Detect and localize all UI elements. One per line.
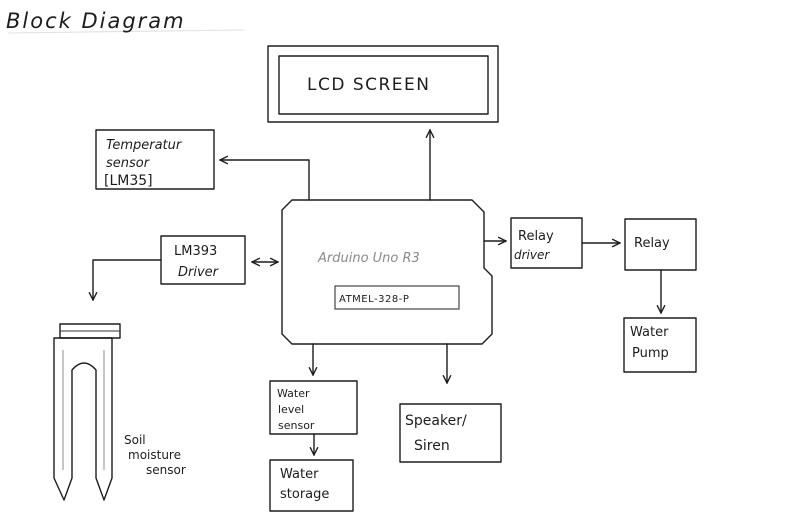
lm393-driver-block: LM393 Driver <box>160 235 246 285</box>
water-level-sensor-block: Water level sensor <box>269 380 358 435</box>
speaker-siren-block: Speaker/ Siren <box>399 403 502 463</box>
water-storage-block: Water storage <box>269 459 354 512</box>
relay-driver-label-1: Relay <box>518 229 554 244</box>
water-level-sensor-label-3: sensor <box>278 419 315 432</box>
connections <box>93 130 661 455</box>
lm393-driver-label-1: LM393 <box>174 244 217 259</box>
relay-label: Relay <box>634 236 670 251</box>
soil-moisture-sensor-probe <box>53 323 121 501</box>
water-pump-block: Water Pump <box>623 317 697 373</box>
water-pump-label-2: Pump <box>632 346 669 361</box>
lm393-driver-label-2: Driver <box>178 265 220 280</box>
water-pump-label-1: Water <box>630 325 669 340</box>
water-level-sensor-label-2: level <box>278 403 304 416</box>
lcd-screen-label: LCD SCREEN <box>307 75 431 95</box>
water-level-sensor-label-1: Water <box>277 387 310 400</box>
speaker-siren-label-2: Siren <box>414 438 450 454</box>
temperature-sensor-label-1: Temperatur <box>106 138 183 153</box>
diagram-title: Block Diagram <box>6 9 186 33</box>
temperature-sensor-label-2: sensor <box>106 156 151 171</box>
water-storage-label-1: Water <box>280 467 319 482</box>
arrow-lm393-to-soil-sensor <box>93 259 162 300</box>
arduino-uno-label: Arduino Uno R3 <box>317 251 420 266</box>
water-storage-label-2: storage <box>280 487 329 502</box>
arrow-arduino-to-temperature <box>220 160 310 201</box>
relay-block: Relay <box>624 218 697 271</box>
soil-moisture-label-2: moisture <box>128 448 181 462</box>
relay-driver-block: Relay driver <box>510 217 583 269</box>
soil-moisture-label: Soil moisture sensor <box>124 433 186 477</box>
lcd-screen-block: LCD SCREEN <box>267 45 499 123</box>
arduino-uno-block: Arduino Uno R3 ATMEL-328-P <box>281 199 493 345</box>
atmel-chip-label: ATMEL-328-P <box>339 294 409 305</box>
speaker-siren-label-1: Speaker/ <box>405 413 467 429</box>
soil-moisture-label-1: Soil <box>124 433 146 447</box>
relay-driver-label-2: driver <box>514 248 550 262</box>
temperature-sensor-block: Temperatur sensor [LM35] <box>95 129 215 190</box>
atmel-chip-box <box>334 285 460 310</box>
soil-moisture-label-3: sensor <box>146 463 186 477</box>
temperature-sensor-label-3: [LM35] <box>104 173 153 189</box>
